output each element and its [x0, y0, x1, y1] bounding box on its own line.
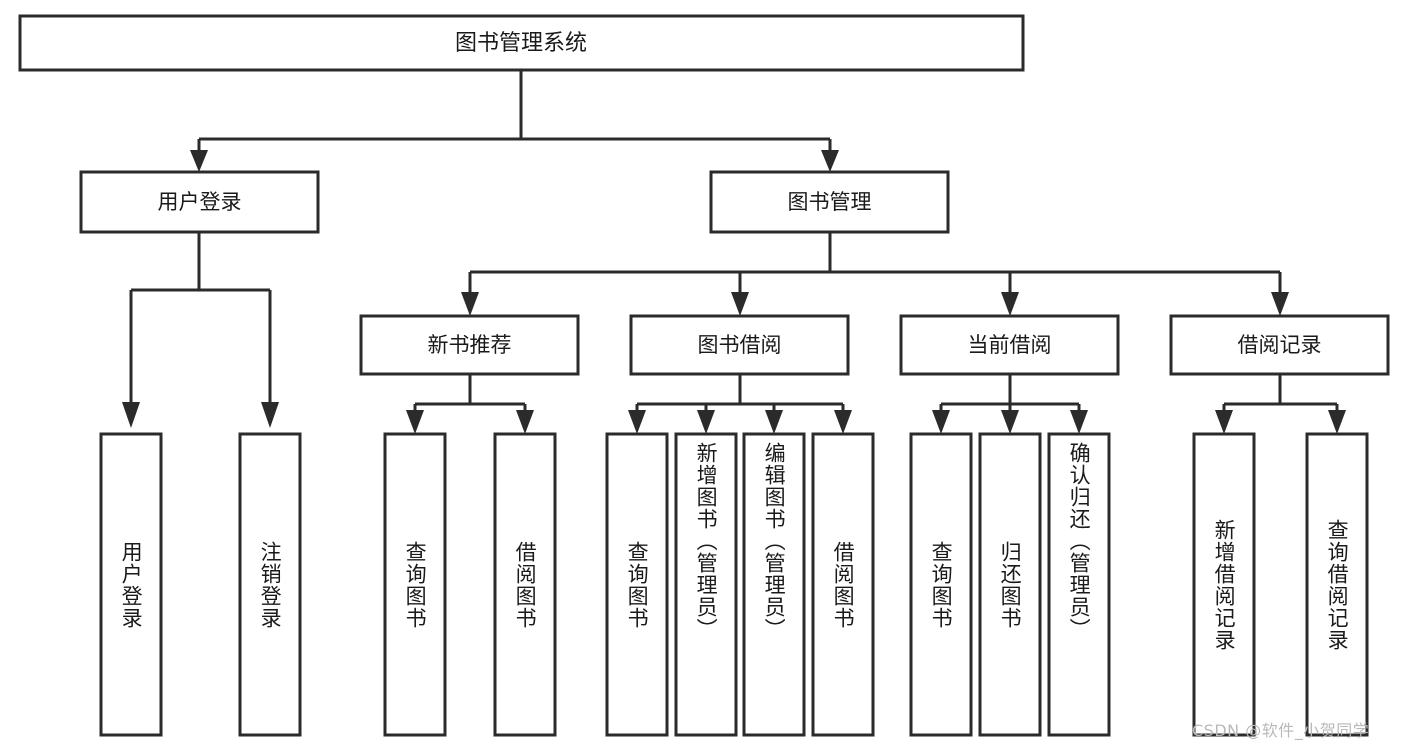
- arrowhead-leaf-confirm-return: [1070, 410, 1088, 434]
- node-current-borrow-label: 当前借阅: [968, 333, 1052, 357]
- arrowhead-book-manage: [821, 150, 839, 172]
- node-user-login-label: 用户登录: [158, 190, 242, 214]
- leaf-box-borrow-book-2[interactable]: [811, 432, 875, 737]
- leaf-box-query-book-2[interactable]: [605, 432, 669, 737]
- arrowhead-book-borrow: [731, 292, 749, 316]
- arrowhead-leaf-return-book: [1001, 410, 1019, 434]
- node-new-book-rec[interactable]: [359, 314, 580, 376]
- csdn-watermark: CSDN @软件_小贺同学: [1192, 721, 1370, 740]
- node-borrow-record-label: 借阅记录: [1238, 333, 1322, 357]
- leaf-box-add-book[interactable]: [674, 432, 738, 737]
- leaf-box-add-record[interactable]: [1192, 432, 1256, 737]
- node-root-label: 图书管理系统: [455, 31, 587, 56]
- arrowhead-borrow-record: [1271, 292, 1289, 316]
- node-new-book-rec-label: 新书推荐: [428, 333, 512, 357]
- leaf-box-query-book-1[interactable]: [383, 432, 447, 737]
- arrowhead-leaf-query-book-2: [628, 410, 646, 434]
- leaf-box-query-book-3[interactable]: [909, 432, 973, 737]
- node-book-borrow[interactable]: [629, 314, 850, 376]
- arrowhead-leaf-user-logout: [261, 402, 279, 428]
- leaf-box-user-login[interactable]: [99, 432, 163, 737]
- arrowhead-leaf-query-book-1: [406, 410, 424, 434]
- node-book-manage-label: 图书管理: [788, 190, 872, 214]
- arrowhead-leaf-borrow-book-2: [834, 410, 852, 434]
- node-user-login[interactable]: [79, 170, 320, 234]
- arrowhead-current-borrow: [1001, 292, 1019, 316]
- connector-layer: [122, 70, 1346, 434]
- leaf-box-edit-book[interactable]: [742, 432, 806, 737]
- node-current-borrow[interactable]: [899, 314, 1120, 376]
- node-book-borrow-label: 图书借阅: [698, 333, 782, 357]
- leaf-box-user-logout[interactable]: [238, 432, 302, 737]
- leaf-box-return-book[interactable]: [978, 432, 1042, 737]
- arrowhead-new-book-rec: [461, 292, 479, 316]
- arrowhead-leaf-edit-book: [765, 410, 783, 434]
- arrowhead-leaf-user-login: [122, 402, 140, 428]
- arrowhead-leaf-query-record: [1328, 410, 1346, 434]
- arrowhead-leaf-query-book-3: [932, 410, 950, 434]
- leaf-box-borrow-book-1[interactable]: [493, 432, 557, 737]
- arrowhead-leaf-add-record: [1215, 410, 1233, 434]
- node-root[interactable]: [18, 14, 1025, 72]
- arrowhead-leaf-add-book: [697, 410, 715, 434]
- node-layer: 图书管理系统 用户登录 图书管理 新书推荐 图书借阅 当前借阅 借阅记录: [18, 14, 1390, 737]
- arrowhead-leaf-borrow-book-1: [516, 410, 534, 434]
- node-borrow-record[interactable]: [1169, 314, 1390, 376]
- leaf-box-query-record[interactable]: [1305, 432, 1369, 737]
- node-book-manage[interactable]: [709, 170, 950, 234]
- arrowhead-user-login: [190, 150, 208, 172]
- leaf-box-confirm-return[interactable]: [1047, 432, 1111, 737]
